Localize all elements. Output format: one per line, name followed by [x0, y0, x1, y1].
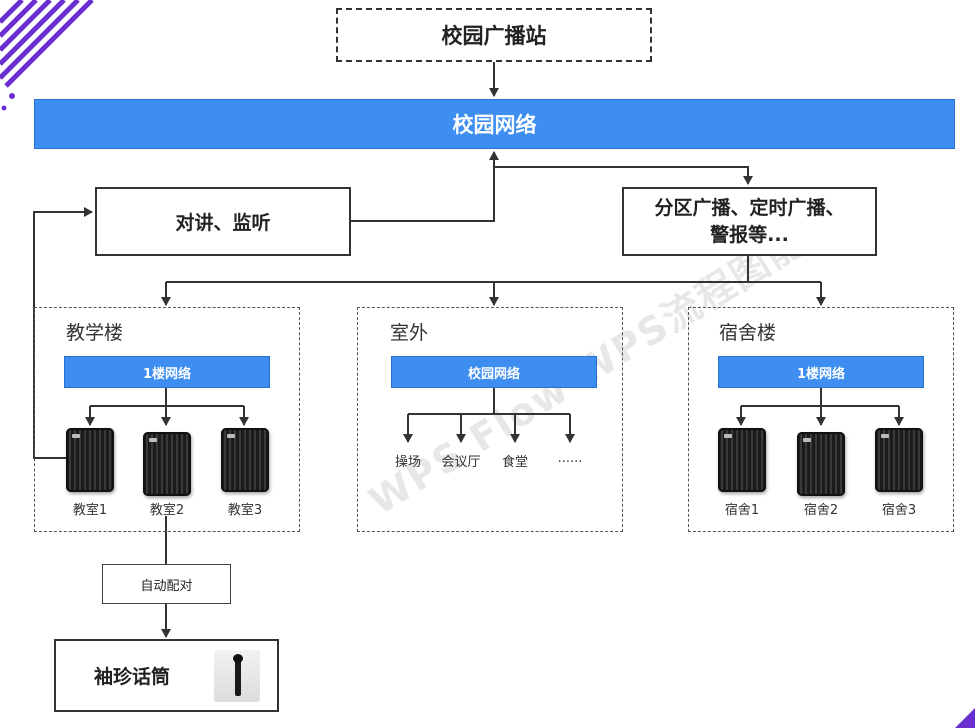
- speaker-icon: [66, 428, 114, 492]
- dorm-title: 宿舍楼: [719, 322, 777, 344]
- outdoor-title: 室外: [390, 322, 429, 344]
- campus-network-label: 校园网络: [452, 113, 537, 137]
- broadcast-station-box: 校园广播站: [336, 8, 652, 62]
- auto-pair-box: 自动配对: [102, 564, 231, 604]
- speaker-icon: [797, 432, 845, 496]
- teaching-floor-network-bar: 1楼网络: [64, 356, 270, 388]
- speaker-icon: [221, 428, 269, 492]
- teaching-building-zone: [34, 307, 300, 532]
- classroom-1-label: 教室1: [72, 503, 108, 518]
- outdoor-spot-label: 会议厅: [441, 455, 481, 470]
- outdoor-zone: [357, 307, 623, 532]
- intercom-label: 对讲、监听: [175, 212, 271, 234]
- speaker-icon: [143, 432, 191, 496]
- zone-broadcast-label: 分区广播、定时广播、警报等...: [654, 196, 845, 246]
- outdoor-network-bar: 校园网络: [391, 356, 597, 388]
- outdoor-spot-label: 操场: [394, 455, 421, 470]
- dorm-zone: [688, 307, 954, 532]
- auto-pair-label: 自动配对: [140, 578, 193, 594]
- dorm-floor-network-label: 1楼网络: [796, 366, 846, 382]
- sleeve-mic-label: 袖珍话筒: [94, 666, 171, 688]
- speaker-icon: [875, 428, 923, 492]
- microphone-icon: [214, 650, 260, 702]
- outdoor-network-label: 校园网络: [467, 366, 520, 382]
- classroom-3-label: 教室3: [227, 503, 263, 518]
- zone-broadcast-box: 分区广播、定时广播、警报等...: [622, 187, 877, 256]
- dorm-3-label: 宿舍3: [881, 503, 917, 518]
- intercom-box: 对讲、监听: [95, 187, 351, 256]
- outdoor-spot-label: 食堂: [501, 455, 528, 470]
- dorm-2-label: 宿舍2: [803, 503, 839, 518]
- campus-network-bar: 校园网络: [34, 99, 955, 149]
- outdoor-spot-label: ......: [557, 451, 583, 466]
- speaker-icon: [718, 428, 766, 492]
- teaching-floor-network-label: 1楼网络: [142, 366, 192, 382]
- dorm-1-label: 宿舍1: [724, 503, 760, 518]
- teaching-building-title: 教学楼: [66, 322, 124, 344]
- classroom-2-label: 教室2: [149, 503, 185, 518]
- broadcast-station-label: 校园广播站: [441, 24, 547, 48]
- dorm-floor-network-bar: 1楼网络: [718, 356, 924, 388]
